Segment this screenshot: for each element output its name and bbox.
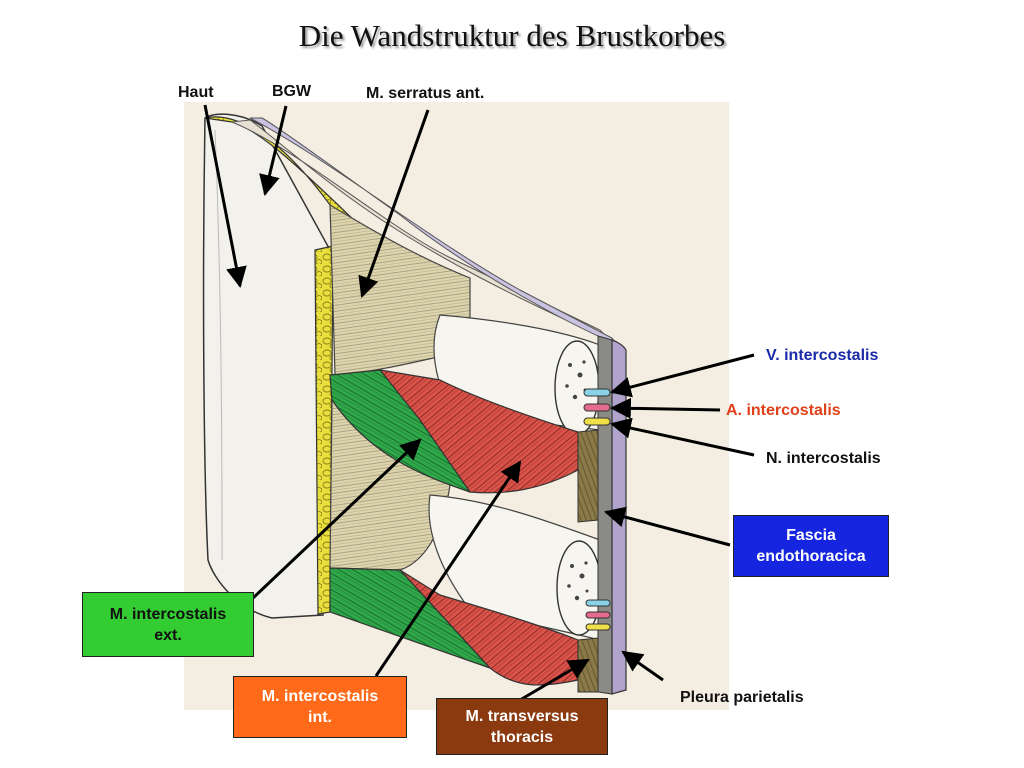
label-pleura-parietalis: Pleura parietalis xyxy=(680,689,804,706)
label-serratus: M. serratus ant. xyxy=(366,85,485,102)
bgw-arrow xyxy=(259,105,288,197)
int-arrow xyxy=(374,460,522,677)
nervus-arrow xyxy=(609,417,755,457)
label-bgw: BGW xyxy=(272,83,312,100)
label-fascia-endothoracica: Fascia endothoracica xyxy=(733,515,889,577)
pleura-arrow xyxy=(621,650,664,682)
haut-arrow xyxy=(203,104,247,289)
transversus-line-1: M. transversus xyxy=(465,707,579,725)
fascia-line-2: endothoracica xyxy=(756,548,866,565)
vena-arrow xyxy=(609,353,755,398)
fascia-arrow xyxy=(603,506,731,547)
ext-line-1: M. intercostalis xyxy=(109,605,227,623)
serratus-arrow xyxy=(358,109,430,298)
label-intercostalis-internus: M. intercostalis int. xyxy=(233,676,407,738)
skin-layer xyxy=(202,113,331,619)
label-vena-intercostalis: V. intercostalis xyxy=(766,347,879,364)
transversus-arrow xyxy=(519,658,590,702)
label-intercostalis-externus: M. intercostalis ext. xyxy=(82,592,254,657)
fascia-line-1: Fascia xyxy=(786,527,836,544)
label-transversus-thoracis: M. transversus thoracis xyxy=(436,698,608,755)
neurovascular-bundle-upper xyxy=(583,388,611,426)
transversus-thoracis-upper xyxy=(577,429,599,523)
rib-section-lower xyxy=(556,540,602,636)
page-title: Die Wandstruktur des Brustkorbes xyxy=(298,18,726,53)
label-haut: Haut xyxy=(178,84,214,101)
transversus-line-2: thoracis xyxy=(490,728,554,746)
label-nervus-intercostalis: N. intercostalis xyxy=(766,450,881,467)
ext-line-2: ext. xyxy=(154,626,182,644)
neurovascular-bundle-lower xyxy=(585,599,611,631)
int-line-2: int. xyxy=(308,709,332,726)
int-line-1: M. intercostalis xyxy=(261,688,379,705)
arteria-arrow xyxy=(609,397,721,419)
ext-arrow xyxy=(251,438,422,600)
label-arteria-intercostalis: A. intercostalis xyxy=(726,402,841,419)
